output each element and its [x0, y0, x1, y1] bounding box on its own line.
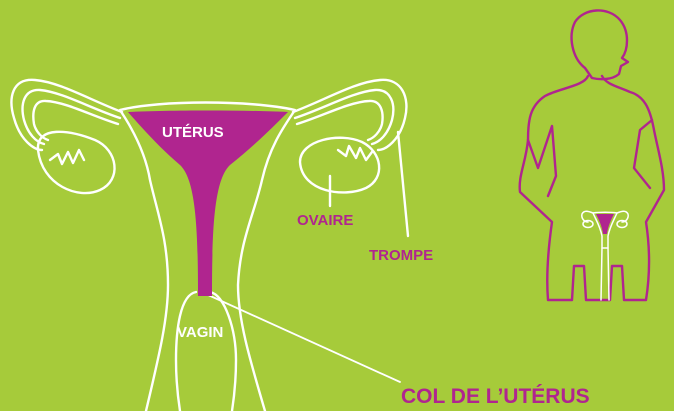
ovary-label: OVAIRE: [297, 212, 353, 229]
vagina-label: VAGIN: [177, 324, 223, 341]
right-ovary: [300, 138, 379, 193]
left-tube-outer: [12, 80, 122, 150]
right-tube-inner: [297, 101, 383, 140]
left-arm-outline: [528, 126, 556, 196]
cervix-label: COL DE L’UTÉRUS: [401, 385, 590, 408]
tube-label: TROMPE: [369, 247, 433, 264]
uterus-label: UTÉRUS: [162, 124, 224, 141]
body-outline: [520, 76, 664, 300]
left-fimbriae: [50, 150, 84, 164]
vagina-walls: [176, 292, 236, 411]
right-fimbriae: [338, 146, 372, 160]
left-ovary: [38, 132, 115, 193]
head-outline: [572, 10, 628, 79]
tube-leader: [398, 132, 408, 236]
right-tube-mid: [295, 90, 393, 144]
right-arm-outline: [634, 120, 652, 188]
left-tube-mid: [23, 90, 120, 144]
woman-silhouette-icon: [520, 10, 664, 300]
